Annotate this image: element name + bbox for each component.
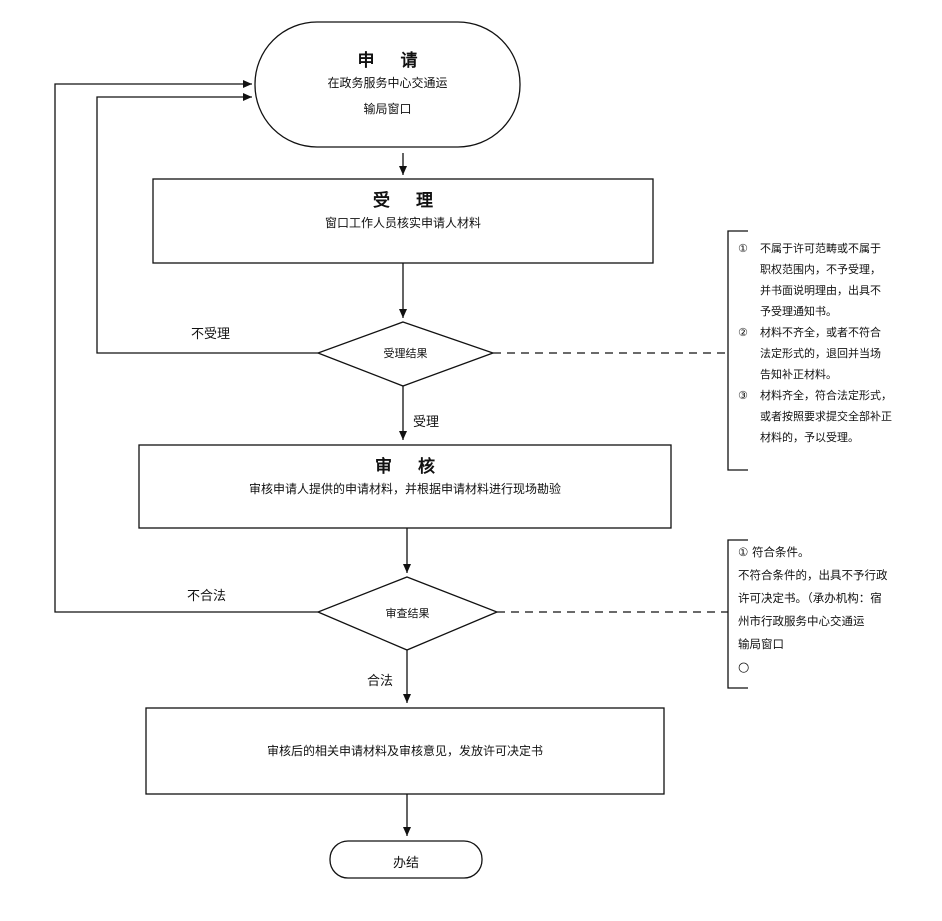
decision1-yes-label: 受理	[413, 415, 440, 430]
notes2-bracket	[727, 539, 748, 689]
notes1-item-number: ③	[738, 389, 748, 402]
notes1-item-line: 职权范围内，不予受理，	[760, 263, 881, 276]
notes2-line: 许可决定书。（承办机构：宿	[738, 591, 882, 605]
start-desc-line1: 在政务服务中心交通运	[327, 76, 448, 90]
notes2-line: 不符合条件的，出具不予行政	[738, 568, 888, 582]
notes1-item-number: ①	[738, 242, 748, 255]
notes1-item: ③ 材料齐全，符合法定形式， 或者按照要求提交全部补正 材料的，予以受理。	[738, 385, 938, 448]
notes2-line: 州市行政服务中心交通运	[738, 614, 865, 628]
notes1-bracket	[727, 230, 748, 471]
decision1-no-label: 不受理	[191, 327, 231, 342]
notes2-circle-icon: ○	[738, 660, 750, 675]
notes1-item-line: 予受理通知书。	[760, 305, 837, 318]
end-label: 办结	[392, 856, 419, 871]
notes2-line: ① 符合条件。	[738, 545, 810, 559]
accept-title: 受 理	[373, 191, 443, 211]
notes1-item-line: 或者按照要求提交全部补正	[760, 410, 892, 423]
review-title: 审 核	[375, 457, 445, 477]
loop-illegal	[54, 80, 318, 613]
decision1-label: 受理结果	[383, 347, 428, 360]
notes1-item-line: 并书面说明理由，出具不	[760, 284, 881, 297]
notes1-item-line: 材料齐全，符合法定形式，	[760, 389, 892, 402]
end-terminal	[329, 840, 483, 879]
issue-box	[145, 707, 665, 795]
notes1-item-line: 材料不齐全，或者不符合	[760, 326, 881, 339]
start-desc-line2: 输局窗口	[363, 102, 412, 116]
start-title: 申 请	[357, 51, 428, 71]
decision2-label: 审查结果	[385, 607, 430, 620]
notes1-item-line: 材料的，予以受理。	[760, 431, 859, 444]
accept-desc: 窗口工作人员核实申请人材料	[324, 216, 481, 230]
notes1-item-line: 法定形式的，退回并当场	[760, 347, 881, 360]
notes1-item-number: ②	[738, 326, 748, 339]
notes1-item-line: 告知补正材料。	[760, 368, 837, 381]
notes2: ① 符合条件。 不符合条件的，出具不予行政 许可决定书。（承办机构：宿 州市行政…	[738, 541, 938, 679]
review-desc: 审核申请人提供的申请材料，并根据申请材料进行现场勘验	[248, 482, 561, 496]
issue-desc: 审核后的相关申请材料及审核意见，发放许可决定书	[266, 744, 543, 758]
notes1-item: ② 材料不齐全，或者不符合 法定形式的，退回并当场 告知补正材料。	[738, 322, 938, 385]
notes2-line: 输局窗口	[738, 637, 784, 651]
decision2-no-label: 不合法	[187, 589, 227, 604]
notes1-item-line: 不属于许可范畴或不属于	[760, 242, 881, 255]
notes1-item: ① 不属于许可范畴或不属于 职权范围内，不予受理， 并书面说明理由，出具不 予受…	[738, 238, 938, 322]
loop-not-accepted	[96, 93, 318, 354]
review-box	[138, 444, 672, 529]
start-terminal	[254, 21, 521, 148]
decision2-yes-label: 合法	[367, 674, 394, 689]
notes1: ① 不属于许可范畴或不属于 职权范围内，不予受理， 并书面说明理由，出具不 予受…	[738, 238, 938, 448]
